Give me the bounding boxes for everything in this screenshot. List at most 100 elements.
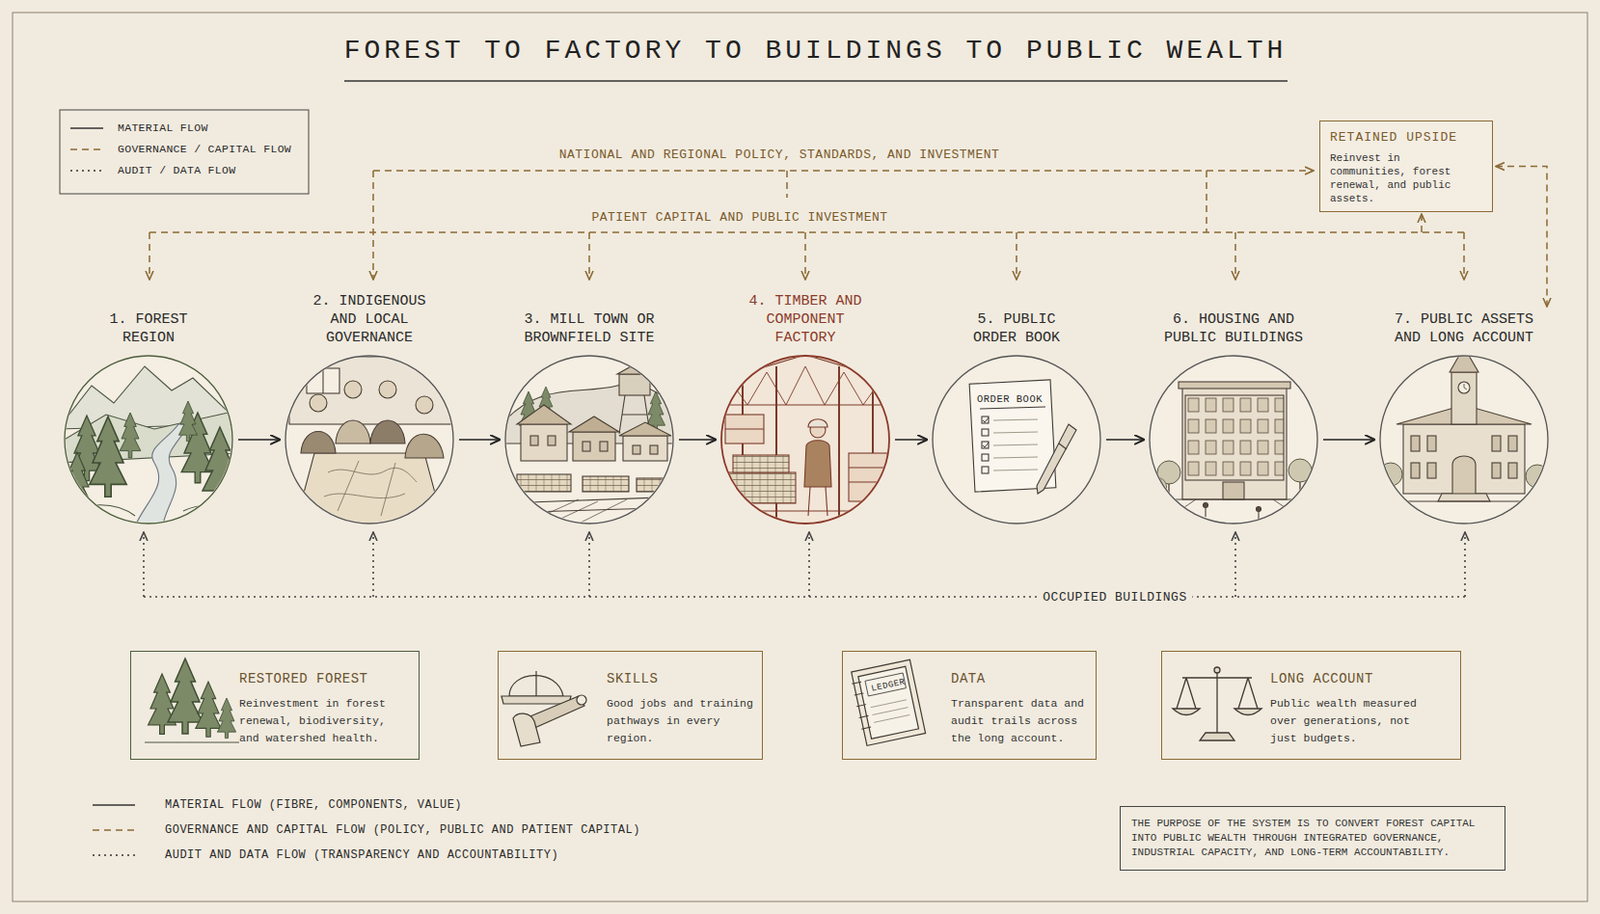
legend-sample — [91, 850, 136, 861]
mill-town-sketch-stroke — [569, 416, 620, 433]
legend-sample — [70, 127, 104, 130]
housing-sketch-stroke — [1204, 508, 1206, 517]
circle-outline — [720, 354, 891, 525]
box-heading: RETAINED UPSIDE — [1329, 130, 1483, 145]
material-arrow — [1106, 438, 1144, 441]
governance-lines-stroke — [588, 232, 591, 280]
legend-sample — [91, 825, 136, 836]
mill-town-sketch-stroke — [622, 413, 648, 415]
ledger-icon-stroke-stroke-stroke — [856, 705, 867, 707]
outcome-card: LONG ACCOUNTPublic wealth measured over … — [1161, 650, 1462, 760]
governance-lines-stroke — [1234, 232, 1237, 280]
governance-lines-stroke — [1205, 170, 1208, 233]
factory-sketch-stroke — [728, 472, 796, 504]
stage-heading: 3. MILL TOWN OR BROWNFIELD SITE — [516, 310, 662, 348]
housing-sketch-stroke — [1178, 381, 1291, 389]
factory-sketch-stroke — [725, 428, 764, 430]
restored-forest-icon-stroke — [216, 698, 236, 739]
mill-town-sketch-stroke — [520, 499, 627, 529]
order-book-sketch-stroke — [993, 419, 1038, 471]
mill-town-sketch-stroke — [619, 422, 672, 436]
public-assets-sketch-stroke — [1437, 493, 1491, 502]
scales-icon — [1172, 667, 1262, 741]
legend-sample — [91, 800, 136, 811]
factory-sketch-stroke — [728, 366, 883, 406]
skills-icon-stroke — [501, 696, 571, 705]
governance-meeting-sketch-stroke — [306, 368, 340, 394]
legend-sample — [69, 165, 105, 176]
stage-heading: 6. HOUSING AND PUBLIC BUILDINGS — [1161, 310, 1306, 348]
material-arrow — [1323, 438, 1375, 441]
governance-lines-stroke — [372, 170, 375, 280]
mill-town-sketch-stroke — [516, 405, 571, 425]
box-body: Good jobs and training pathways in every… — [606, 695, 758, 748]
restored-forest-icon-stroke — [195, 681, 221, 737]
book-title: ORDER BOOK — [976, 393, 1043, 406]
circle-outline — [931, 354, 1102, 525]
stage-heading: 1. FOREST REGION — [97, 310, 200, 348]
housing-sketch-stroke — [1147, 477, 1167, 507]
factory-sketch-stroke-stroke — [838, 366, 841, 526]
legend-sample — [92, 854, 136, 857]
mill-town-sketch-stroke-stroke — [547, 435, 556, 446]
governance-lines — [149, 170, 1465, 280]
housing-sketch — [1147, 381, 1322, 526]
ledger-icon-stroke-stroke — [851, 681, 871, 730]
order-book-sketch-stroke — [1058, 443, 1067, 450]
mill-town-sketch-stroke — [636, 478, 676, 492]
governance-lines-stroke — [804, 232, 807, 280]
box-body: Public wealth measured over generations,… — [1270, 695, 1421, 748]
audit-lines-stroke — [142, 532, 145, 597]
legend-sample — [70, 169, 104, 172]
governance-lines-stroke — [1463, 232, 1465, 280]
circle-outline — [1379, 354, 1549, 525]
governance-meeting-sketch-stroke — [322, 368, 324, 394]
mill-town-sketch-stroke-stroke — [599, 441, 608, 452]
audit-lines-stroke — [1234, 532, 1237, 597]
public-assets-sketch-stroke — [1452, 456, 1476, 494]
order-book-sketch-stroke-stroke — [993, 469, 1038, 471]
stage-circle: 7. PUBLIC ASSETS AND LONG ACCOUNT — [1379, 354, 1549, 525]
public-assets-sketch-stroke — [1449, 347, 1479, 373]
governance-meeting-sketch — [289, 356, 454, 526]
material-arrow — [238, 438, 280, 441]
factory-sketch-stroke — [848, 466, 888, 468]
stage-heading: 4. TIMBER AND COMPONENT FACTORY — [742, 292, 869, 348]
order-book-sketch-stroke-stroke — [993, 457, 1038, 459]
scales-icon-stroke — [1214, 667, 1221, 674]
scales-icon-stroke — [1199, 732, 1235, 741]
mill-town-sketch-stroke-stroke — [582, 441, 591, 452]
governance-meeting-sketch-stroke — [370, 420, 406, 444]
capital-label: PATIENT CAPITAL AND PUBLIC INVESTMENT — [585, 210, 894, 225]
circle-outline — [1148, 354, 1319, 525]
public-assets-sketch-stroke — [1458, 381, 1470, 394]
order-book-sketch-stroke-stroke — [981, 429, 989, 436]
forest-sketch-stroke — [119, 412, 141, 459]
governance-lines-stroke — [1420, 214, 1423, 233]
public-assets-sketch-stroke-stroke — [1491, 462, 1501, 479]
circle-outline — [284, 354, 455, 525]
outcome-card: SKILLSGood jobs and training pathways in… — [497, 650, 763, 760]
legend-entry: MATERIAL FLOW (FIBRE, COMPONENTS, VALUE) — [91, 798, 462, 813]
mill-town-sketch-stroke-stroke — [530, 435, 539, 446]
governance-meeting-sketch-stroke — [379, 380, 397, 399]
factory-sketch-stroke — [848, 481, 888, 483]
box-heading: DATA — [950, 671, 1086, 687]
forest-sketch-stroke — [89, 416, 127, 497]
ledger-icon-stroke-stroke-stroke — [851, 681, 862, 684]
circle-outline — [1149, 355, 1318, 524]
audit-lines-stroke — [143, 596, 1465, 598]
housing-sketch-stroke — [1203, 503, 1209, 509]
stage-circle: 6. HOUSING AND PUBLIC BUILDINGS — [1148, 354, 1319, 525]
factory-sketch-stroke — [725, 414, 764, 444]
governance-meeting-sketch-stroke — [344, 380, 362, 399]
title-underline — [344, 80, 1288, 82]
factory-sketch-stroke — [732, 455, 789, 473]
order-book-sketch-stroke-stroke — [981, 454, 989, 462]
forest-sketch — [57, 366, 242, 531]
box-heading: RESTORED FOREST — [239, 671, 409, 687]
restored-forest-icon-stroke — [144, 742, 240, 744]
factory-sketch — [718, 354, 893, 526]
ledger-icon-stroke-stroke-stroke — [873, 714, 910, 723]
factory-sketch-stroke-stroke — [741, 376, 744, 526]
